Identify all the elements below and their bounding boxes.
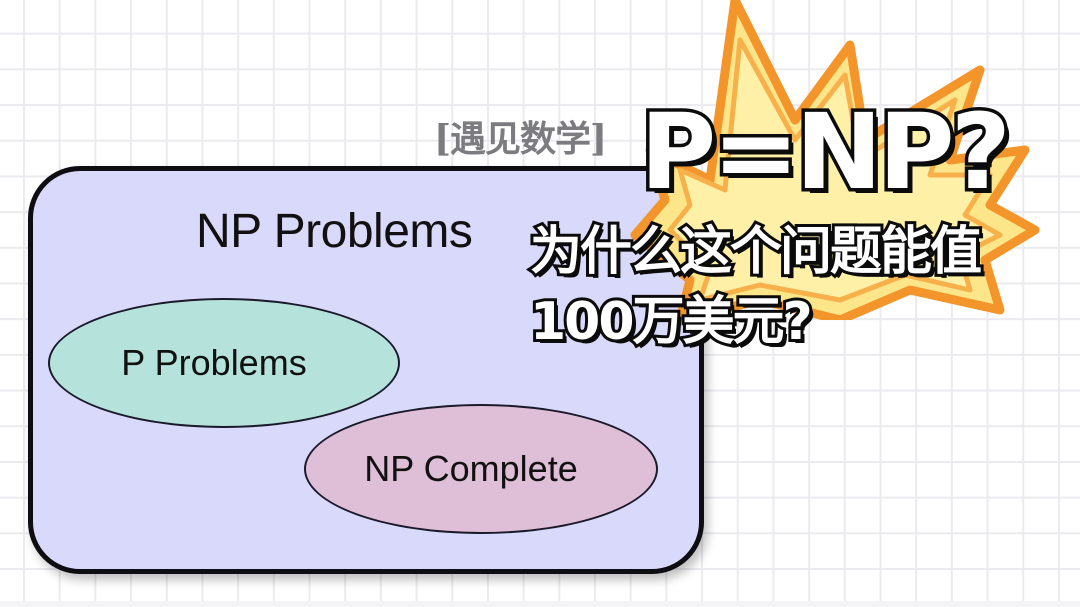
p-problems-label: P Problems [121,342,307,383]
np-problems-label: NP Problems [196,205,473,258]
headline-subtitle-line1: 为什么这个问题能值 [527,222,985,282]
bottom-strip [0,601,1080,607]
headline-title: P=NP? [637,91,1015,213]
starburst-icon [630,0,1040,320]
watermark: [遇见数学] [434,118,607,160]
np-complete-set: NP Complete [304,404,658,534]
p-problems-set: P Problems [48,298,400,428]
headline-subtitle-line2: 100万美元? [527,292,816,352]
np-complete-label: NP Complete [364,448,578,489]
